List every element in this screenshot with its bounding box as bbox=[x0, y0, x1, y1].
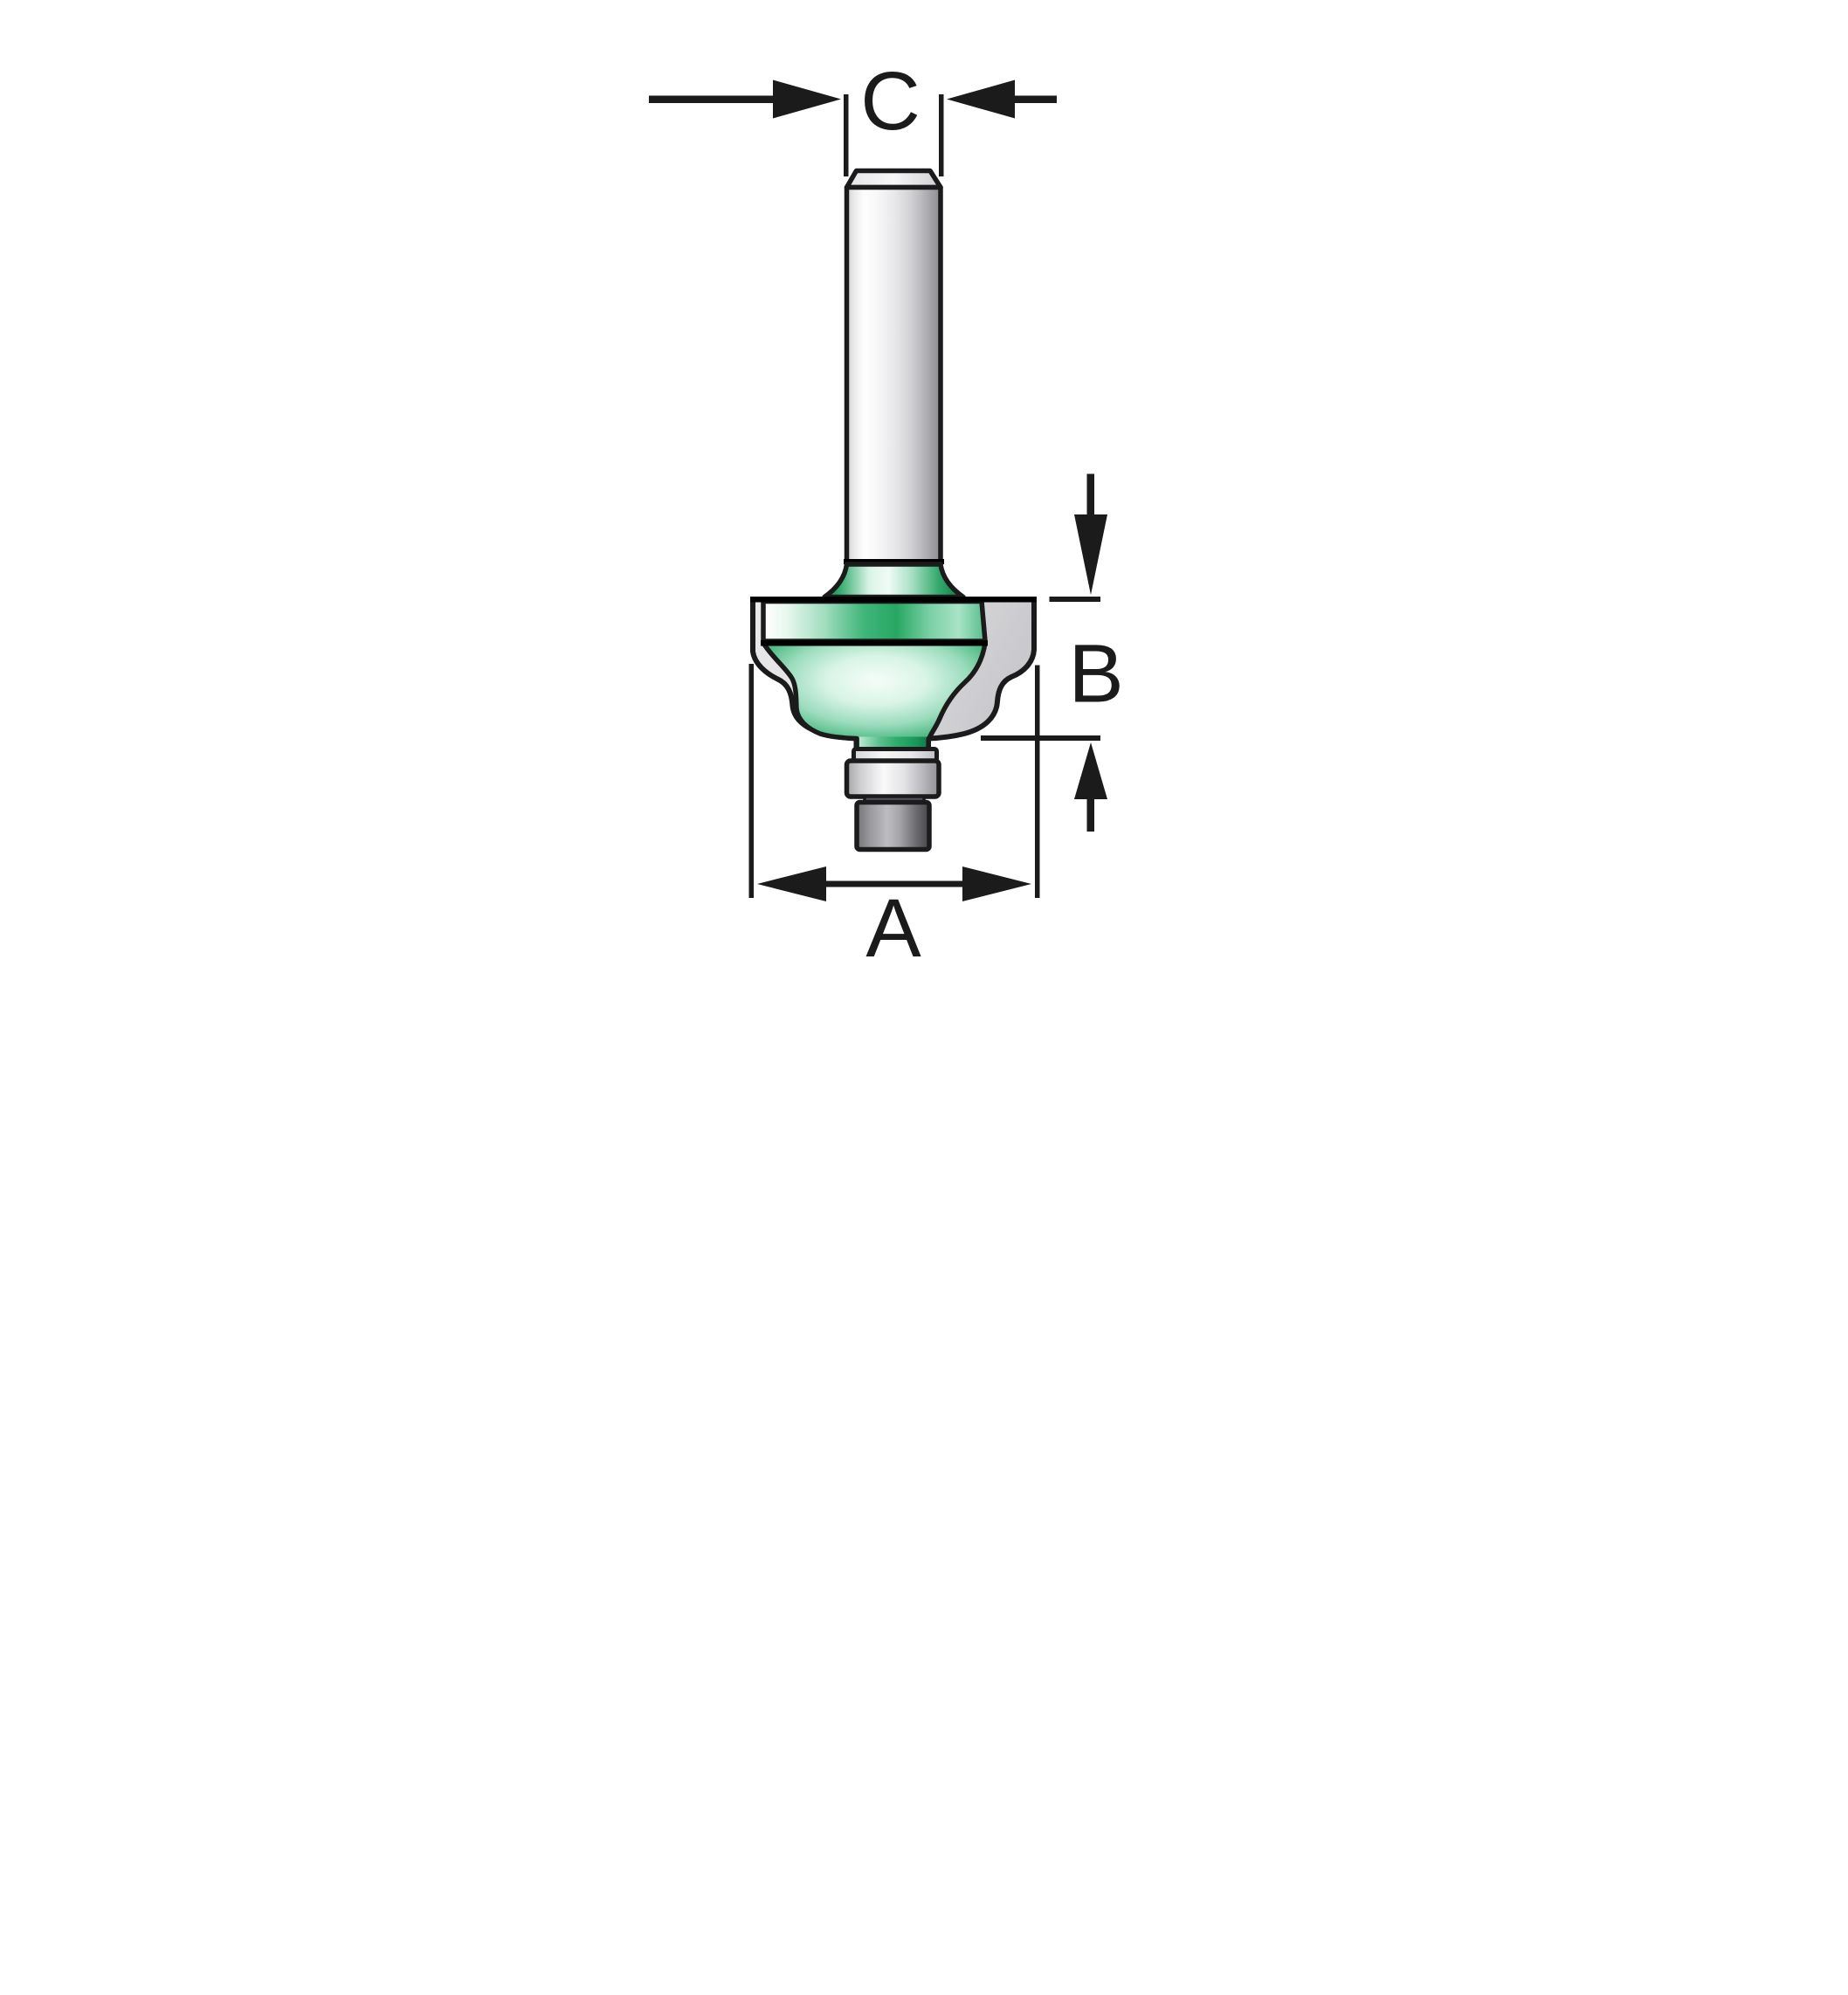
dim-b-down-arrowhead-icon bbox=[1074, 514, 1107, 595]
dim-a-right-extension-line bbox=[1035, 665, 1040, 898]
cutter-neck bbox=[859, 736, 926, 749]
dim-a-right-arrowhead-icon bbox=[962, 866, 1031, 901]
dim-c-right-arrow-shaft bbox=[1014, 95, 1057, 103]
pilot-bearing bbox=[844, 758, 941, 799]
dim-c-right-tick bbox=[939, 94, 944, 176]
dim-a-left-arrowhead-icon bbox=[757, 866, 826, 901]
dimension-a: A bbox=[748, 664, 1040, 975]
cutter-ogee-face bbox=[761, 640, 988, 753]
cutter-flange-face bbox=[761, 598, 988, 644]
diagram-canvas: C B A bbox=[462, 0, 1386, 998]
dim-c-label: C bbox=[860, 55, 921, 148]
dim-b-bottom-arrow-shaft bbox=[1086, 797, 1094, 832]
dim-b-up-arrowhead-icon bbox=[1074, 742, 1107, 799]
dim-b-bottom-tick bbox=[981, 735, 1100, 741]
dim-a-left-extension-line bbox=[748, 664, 754, 898]
dim-c-left-arrowhead-icon bbox=[773, 79, 841, 119]
dim-a-shaft bbox=[824, 880, 969, 887]
dimension-b: B bbox=[981, 473, 1124, 832]
arbor-stud bbox=[854, 799, 932, 853]
router-bit bbox=[750, 168, 1037, 853]
shank-cutter-joint-line bbox=[844, 559, 944, 564]
dim-b-top-arrow-shaft bbox=[1086, 473, 1094, 522]
dimension-c: C bbox=[649, 55, 1057, 176]
dim-c-right-arrowhead-icon bbox=[947, 79, 1015, 119]
shank bbox=[844, 184, 943, 565]
cutter-top-line bbox=[750, 597, 1037, 603]
router-bit-diagram: C B A bbox=[462, 0, 1386, 998]
dim-c-left-tick bbox=[844, 94, 849, 176]
dim-b-top-tick bbox=[1049, 597, 1100, 602]
dim-b-label: B bbox=[1068, 628, 1123, 721]
cutter-flare bbox=[822, 562, 966, 600]
dim-c-left-arrow-shaft bbox=[649, 95, 774, 103]
flange-bottom-line bbox=[761, 640, 988, 646]
dim-a-label: A bbox=[865, 882, 921, 975]
shank-chamfer bbox=[844, 168, 943, 190]
